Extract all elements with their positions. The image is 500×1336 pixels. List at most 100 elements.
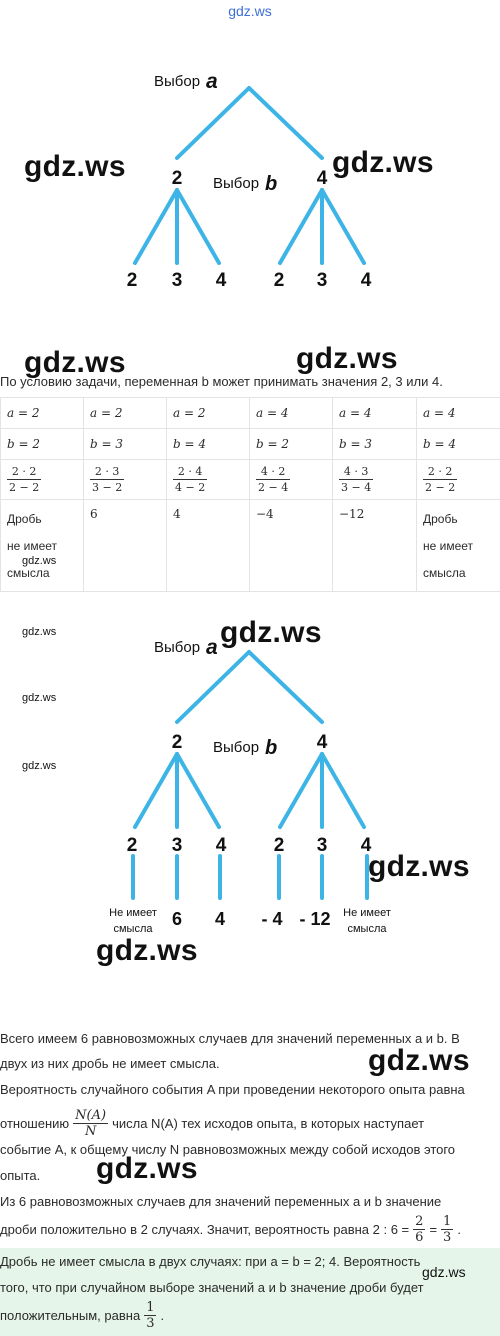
tree2-leaf: 3 <box>317 835 328 856</box>
watermark: gdz.ws <box>22 760 57 772</box>
text: дроби положительно в 2 случаях. Значит, … <box>0 1221 410 1237</box>
paragraph-line: Всего имеем 6 равновозможных случаев для… <box>0 1031 460 1046</box>
text: = <box>429 1221 438 1237</box>
table-cell: b = 4 <box>416 428 500 460</box>
table-cell: Дробь не имеет смысла <box>0 499 84 592</box>
tree1-choice-b-label: Выбор <box>213 175 259 192</box>
text: . <box>160 1307 165 1323</box>
fraction-denominator: 2 − 2 <box>9 481 40 494</box>
probability-tree-2: Выбор a Выбор b 2 4 2 3 4 2 3 4 6 4 - 4 … <box>127 636 372 929</box>
paragraph-line: Дробь не имеет смысла в двух случаях: пр… <box>0 1254 421 1269</box>
table-row-a: a = 2 a = 2 a = 2 a = 4 a = 4 a = 4 <box>0 397 500 429</box>
tree1-branch-a-4 <box>247 86 324 160</box>
watermark: gdz.ws <box>24 346 126 379</box>
intro-text: По условию задачи, переменная b может пр… <box>0 374 443 389</box>
tree2-leaf: 2 <box>127 835 138 856</box>
tree1-leaf: 3 <box>172 270 183 291</box>
text: . <box>457 1221 461 1237</box>
text: числа N(A) тех исходов опыта, в которых … <box>112 1115 425 1131</box>
tree2-outcome: - 12 <box>299 909 330 929</box>
tree2-branch-a-4 <box>247 650 324 724</box>
tree2-choice-a-label: Выбор <box>154 639 200 656</box>
tree2-branch-2-4 <box>175 752 221 829</box>
fraction-numerator: 2 <box>413 1214 426 1230</box>
tree1-leaf: 4 <box>361 270 372 291</box>
watermark-top: gdz.ws <box>228 3 272 19</box>
watermark: gdz.ws <box>22 692 57 704</box>
watermark: gdz.ws <box>422 1264 466 1280</box>
tree2-branch-4-2 <box>278 752 324 829</box>
table-cell: a = 4 <box>416 397 500 429</box>
paragraph-line: двух из них дробь не имеет смысла. <box>0 1056 220 1071</box>
cases-table: a = 2 a = 2 a = 2 a = 4 a = 4 a = 4 b = … <box>0 397 500 592</box>
table-row-result: Дробь не имеет смысла 6 4 −4 −12 Дробь н… <box>0 499 500 592</box>
fraction-numerator: 4 · 2 <box>256 464 291 480</box>
watermark: gdz.ws <box>22 555 57 567</box>
fraction-numerator: 4 · 3 <box>339 464 374 480</box>
tree2-branch-a-2 <box>175 650 251 724</box>
table-cell: 6 <box>83 499 167 592</box>
tree2-outcome: - 4 <box>261 909 282 929</box>
table-cell: a = 2 <box>0 397 84 429</box>
table-cell: 4 <box>166 499 250 592</box>
highlight-box <box>0 1248 500 1336</box>
watermark: gdz.ws <box>22 626 57 638</box>
tree2-leaf: 3 <box>172 835 183 856</box>
fraction: N(A)N <box>73 1108 109 1139</box>
paragraph-line: отношению N(A)N числа N(A) тех исходов о… <box>0 1108 424 1139</box>
table-cell: −4 <box>249 499 333 592</box>
table-cell: b = 4 <box>166 428 250 460</box>
tree2-outcome: 4 <box>215 909 225 929</box>
paragraph-line: событие A, к общему числу N равновозможн… <box>0 1142 456 1157</box>
fraction-denominator: 3 − 4 <box>341 481 372 494</box>
tree2-outcome: 6 <box>172 909 182 929</box>
paragraph-line: дроби положительно в 2 случаях. Значит, … <box>0 1214 461 1245</box>
table-cell: b = 2 <box>249 428 333 460</box>
fraction-denominator: N <box>84 1124 97 1139</box>
watermark: gdz.ws <box>220 616 322 649</box>
fraction-numerator: 2 · 2 <box>423 464 458 480</box>
tree2-var-b: b <box>265 737 277 759</box>
fraction-denominator: 2 − 4 <box>258 481 289 494</box>
tree1-branch-4-4 <box>320 188 366 265</box>
tree2-outcome-undefined: Не имеет смысла <box>109 907 157 935</box>
tree1-var-a: a <box>206 70 218 93</box>
tree2-leaf: 4 <box>361 835 372 856</box>
tree1-var-b: b <box>265 173 277 195</box>
fraction-numerator: 2 · 2 <box>7 464 42 480</box>
table-cell: b = 3 <box>83 428 167 460</box>
table-cell: a = 4 <box>249 397 333 429</box>
paragraph-line: того, что при случайном выборе значений … <box>0 1280 424 1295</box>
fraction-denominator: 2 − 2 <box>425 481 456 494</box>
table-cell: b = 2 <box>0 428 84 460</box>
watermark: gdz.ws <box>96 934 198 967</box>
fraction-numerator: 1 <box>144 1300 157 1316</box>
watermark: gdz.ws <box>332 146 434 179</box>
tree1-leaf: 4 <box>216 270 227 291</box>
tree1-branch-4-2 <box>278 188 324 265</box>
fraction-denominator: 3 <box>443 1230 452 1245</box>
watermark: gdz.ws <box>368 850 470 883</box>
text: положительным, равна <box>0 1307 141 1323</box>
text: отношению <box>0 1115 70 1131</box>
tree2-leaf: 4 <box>216 835 227 856</box>
probability-tree-1: Выбор a Выбор b 2 4 2 3 4 2 3 4 <box>127 70 372 291</box>
tree1-branch-2-4 <box>175 188 221 265</box>
paragraph-line: Из 6 равновозможных случаев для значений… <box>0 1194 442 1209</box>
paragraph-line: опыта. <box>0 1168 41 1183</box>
table-row-b: b = 2 b = 3 b = 4 b = 2 b = 3 b = 4 <box>0 428 500 460</box>
table-cell: a = 2 <box>166 397 250 429</box>
